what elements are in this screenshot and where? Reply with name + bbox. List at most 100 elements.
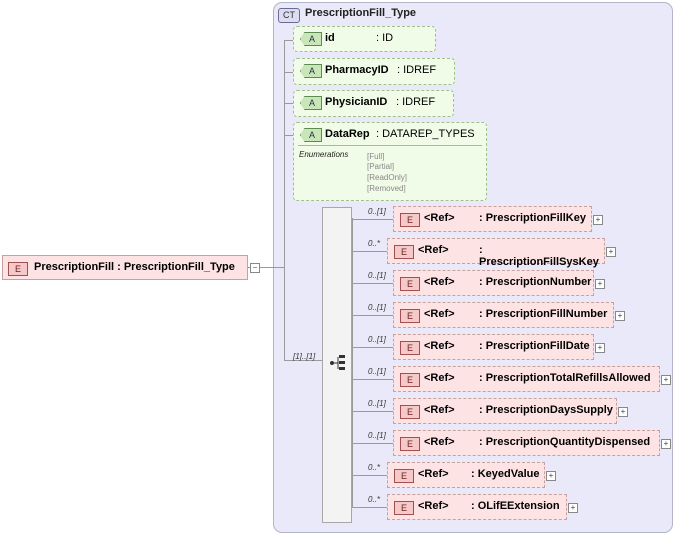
element-branch (352, 347, 393, 348)
element-ref[interactable]: E<Ref>: OLifEExtension (387, 494, 567, 520)
element-trunk-line (352, 218, 353, 508)
element-name: : PrescriptionDaysSupply (479, 404, 613, 416)
element-name: : PrescriptionFillNumber (479, 308, 608, 320)
attribute-type: : DATAREP_TYPES (376, 128, 475, 140)
element-ref[interactable]: E <Ref> : PrescriptionFillNumber (393, 302, 614, 328)
element-branch (352, 443, 393, 444)
attr-branch (284, 135, 294, 136)
attribute-trunk-line (284, 40, 285, 360)
element-badge: E (400, 213, 420, 227)
element-ref[interactable]: E <Ref> : PrescriptionFillSysKey (387, 238, 605, 268)
element-badge: E (394, 469, 414, 483)
element-ref[interactable]: E<Ref>: PrescriptionFillKey (393, 206, 592, 232)
attribute-badge: A (300, 96, 322, 110)
expand-element-button[interactable]: + (618, 407, 628, 417)
element-name: : PrescriptionTotalRefillsAllowed (479, 372, 651, 384)
element-badge: E (400, 309, 420, 323)
element-branch (352, 283, 393, 284)
element-cardinality: 0..* (368, 239, 381, 248)
element-ref-label: <Ref> (424, 372, 455, 384)
element-badge: E (8, 262, 28, 276)
element-cardinality: 0..* (368, 495, 381, 504)
element-cardinality: 0..[1] (368, 431, 386, 440)
attribute-name: PhysicianID (325, 96, 388, 108)
element-ref-label: <Ref> (418, 244, 449, 256)
element-ref[interactable]: E <Ref> : PrescriptionQuantityDispensed (393, 430, 660, 456)
attribute-physicianid[interactable]: A PhysicianID : IDREF (293, 90, 454, 117)
expand-element-button[interactable]: + (661, 375, 671, 385)
attr-branch (284, 103, 294, 104)
sequence-cardinality: [1]..[1] (293, 352, 316, 361)
element-ref[interactable]: E <Ref> : PrescriptionDaysSupply (393, 398, 617, 424)
enum-value: [Full] (367, 152, 385, 161)
complex-type-title: PrescriptionFill_Type (305, 7, 417, 19)
element-cardinality: 0..* (368, 463, 381, 472)
element-ref-label: <Ref> (424, 276, 455, 288)
element-ref-label: <Ref> (424, 436, 455, 448)
enum-divider (298, 145, 482, 146)
attribute-name: PharmacyID (325, 64, 389, 76)
root-to-tree-line (258, 267, 284, 268)
element-badge: E (400, 341, 420, 355)
attr-branch (284, 72, 294, 73)
element-badge: E (400, 405, 420, 419)
element-ref-label: <Ref> (424, 340, 455, 352)
attribute-type: : IDREF (397, 64, 437, 76)
attribute-badge: A (300, 64, 322, 78)
element-ref[interactable]: E <Ref> : PrescriptionNumber (393, 270, 594, 296)
element-ref[interactable]: E<Ref>: PrescriptionTotalRefillsAllowed (393, 366, 660, 392)
root-element[interactable]: E PrescriptionFill : PrescriptionFill_Ty… (2, 255, 248, 280)
element-cardinality: 0..[1] (368, 303, 386, 312)
element-ref[interactable]: E <Ref> : PrescriptionFillDate (393, 334, 594, 360)
element-branch (352, 507, 387, 508)
element-cardinality: 0..[1] (368, 207, 386, 216)
expand-element-button[interactable]: + (606, 247, 616, 257)
expand-element-button[interactable]: + (568, 503, 578, 513)
enumerations-label: Enumerations (299, 150, 349, 159)
expand-element-button[interactable]: + (595, 279, 605, 289)
expand-element-button[interactable]: + (661, 439, 671, 449)
attribute-type: : ID (376, 32, 394, 44)
attribute-datarep[interactable]: A DataRep : DATAREP_TYPES Enumerations [… (293, 122, 487, 201)
attribute-id[interactable]: A id : ID (293, 26, 436, 52)
sequence-icon (330, 355, 345, 370)
element-branch (352, 219, 393, 220)
element-badge: E (400, 437, 420, 451)
element-branch (352, 315, 393, 316)
element-name: : PrescriptionFillKey (479, 212, 586, 224)
element-name: : PrescriptionFillDate (479, 340, 590, 352)
complex-type-badge: CT (278, 8, 300, 23)
collapse-root-button[interactable]: − (250, 263, 260, 273)
element-branch (352, 379, 393, 380)
element-ref-label: <Ref> (418, 500, 449, 512)
element-branch (352, 475, 387, 476)
element-cardinality: 0..[1] (368, 399, 386, 408)
element-name: : KeyedValue (471, 468, 540, 480)
element-ref[interactable]: E <Ref> : KeyedValue (387, 462, 545, 488)
element-badge: E (400, 277, 420, 291)
element-ref-label: <Ref> (424, 308, 455, 320)
attribute-pharmacyid[interactable]: A PharmacyID : IDREF (293, 58, 455, 85)
element-name: : PrescriptionQuantityDispensed (479, 436, 651, 448)
element-name: : PrescriptionNumber (479, 276, 592, 288)
expand-element-button[interactable]: + (595, 343, 605, 353)
element-name: : PrescriptionFillSysKey (479, 244, 599, 268)
enum-value: [Removed] (367, 184, 406, 193)
attribute-type: : IDREF (396, 96, 436, 108)
element-cardinality: 0..[1] (368, 335, 386, 344)
element-badge: E (394, 245, 414, 259)
element-ref-label: <Ref> (424, 404, 455, 416)
expand-element-button[interactable]: + (615, 311, 625, 321)
element-badge: E (394, 501, 414, 515)
expand-element-button[interactable]: + (593, 215, 603, 225)
attribute-name: DataRep (325, 128, 370, 140)
sequence-branch (284, 360, 322, 361)
sequence-compositor[interactable] (322, 207, 352, 523)
element-cardinality: 0..[1] (368, 367, 386, 376)
enum-value: [ReadOnly] (367, 173, 408, 182)
element-cardinality: 0..[1] (368, 271, 386, 280)
attribute-name: id (325, 32, 335, 44)
attribute-badge: A (300, 32, 322, 46)
element-ref-label: <Ref> (418, 468, 449, 480)
expand-element-button[interactable]: + (546, 471, 556, 481)
